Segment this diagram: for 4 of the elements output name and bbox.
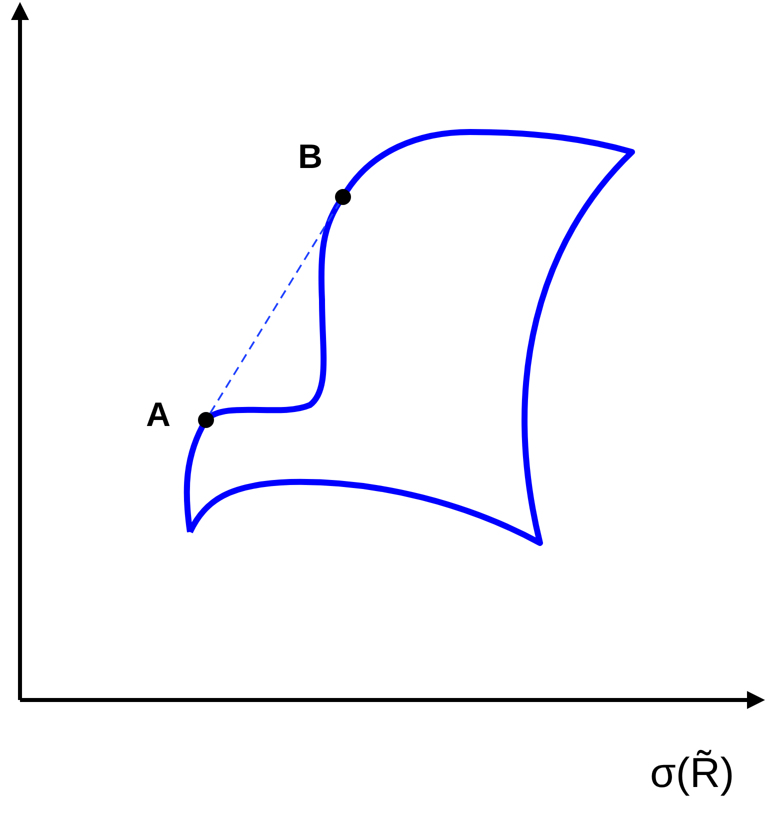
point-label: A: [146, 398, 171, 432]
dashed-line: [209, 203, 340, 414]
axis-label: σ(R̃): [650, 752, 734, 794]
point-label: B: [298, 140, 323, 174]
